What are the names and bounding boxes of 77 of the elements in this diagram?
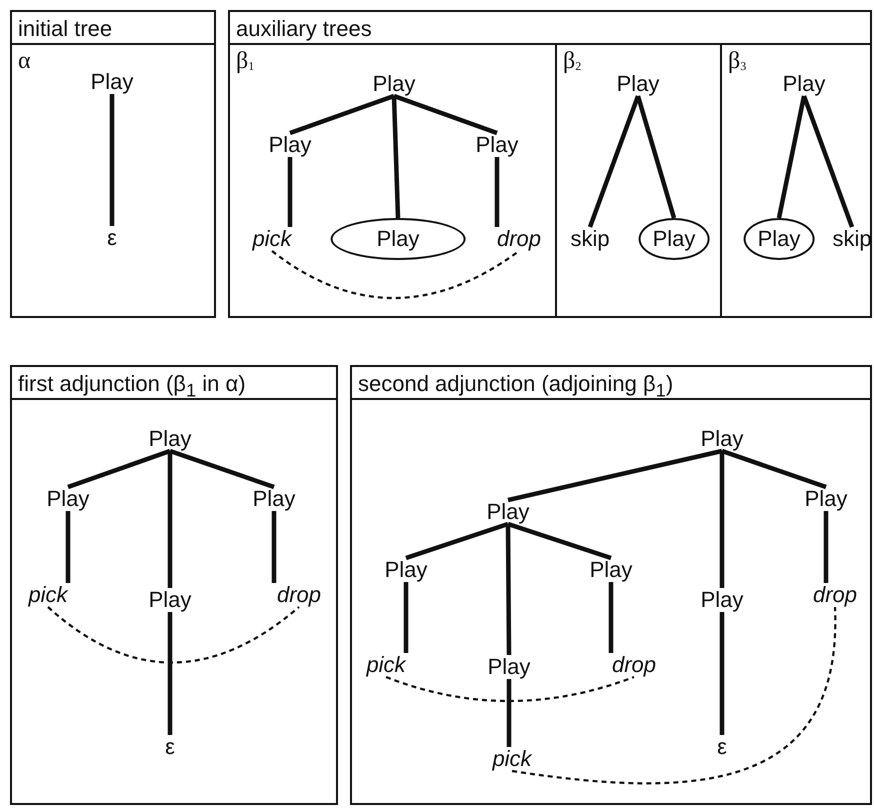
leaf-word: pick	[364, 653, 408, 677]
tree-branch	[288, 157, 292, 227]
tree-node-label: Play	[484, 500, 532, 524]
tree-branch	[289, 94, 395, 136]
tree-node-label: Play	[614, 72, 662, 96]
panel-title: initial tree	[12, 12, 214, 45]
tree-name: β$_{1}$	[236, 49, 254, 73]
tree-branch	[636, 95, 676, 219]
tree-branch	[506, 679, 512, 747]
dashed-link	[271, 250, 520, 300]
dashed-link	[47, 606, 300, 664]
tree-branch	[392, 96, 400, 218]
tree-branch	[506, 524, 512, 656]
panel	[10, 365, 338, 805]
tree-branch	[393, 94, 498, 136]
tree-branch	[721, 448, 827, 490]
tree-branch	[608, 582, 614, 653]
tree-branch	[66, 511, 70, 583]
tree-node-label: Play	[802, 487, 850, 511]
tree-branch	[588, 95, 640, 228]
leaf-word: drop	[494, 227, 544, 251]
tree-branch	[508, 448, 722, 502]
tree-node-label: Play	[486, 655, 532, 679]
panel	[10, 10, 216, 318]
tree-branch	[824, 511, 828, 583]
tree-branch	[776, 96, 806, 218]
leaf-word: drop	[810, 583, 860, 607]
tree-node-label: Play	[44, 487, 92, 511]
panel-title: auxiliary trees	[230, 12, 870, 45]
leaf-word: pick	[490, 747, 534, 771]
leaf-word: drop	[610, 653, 658, 677]
dashed-link	[512, 606, 836, 784]
tree-node-label: Play	[370, 72, 418, 96]
tree-node-label: skip	[830, 227, 874, 251]
dashed-link	[386, 676, 634, 702]
tree-branch	[802, 95, 854, 228]
leaf-word: pick	[26, 583, 70, 607]
tree-branch	[169, 448, 275, 490]
tree-node-label: ε	[163, 735, 177, 759]
tree-branch	[168, 451, 172, 588]
tree-node-label: ε	[715, 735, 729, 759]
leaf-word: drop	[274, 583, 324, 607]
tree-branch	[507, 522, 612, 560]
tree-node-label: Play	[250, 487, 298, 511]
panel-title: first adjunction (β$_{1}$ in α)	[12, 367, 336, 400]
tree-node-label: Play	[474, 133, 520, 157]
tree-branch	[67, 448, 171, 490]
tree-node-label: Play	[382, 558, 430, 582]
foot-node-ellipse: Play	[638, 218, 710, 260]
tree-branch	[494, 157, 500, 227]
tree-node-label: Play	[698, 588, 746, 612]
foot-node-ellipse: Play	[330, 218, 466, 260]
tree-branch	[272, 511, 276, 583]
tree-branch	[404, 582, 408, 653]
panel	[350, 365, 872, 805]
panel	[228, 10, 872, 318]
tree-branch	[405, 522, 509, 560]
tree-section	[720, 45, 872, 318]
tree-node-label: skip	[568, 227, 612, 251]
tree-branch	[720, 612, 724, 735]
tree-branch	[720, 451, 724, 588]
tree-node-label: Play	[146, 588, 194, 612]
leaf-word: pick	[250, 227, 294, 251]
tree-node-label: Play	[780, 72, 828, 96]
panel-title: second adjunction (adjoining β$_{1}$)	[352, 367, 870, 400]
tree-branch	[110, 94, 114, 226]
foot-node-ellipse: Play	[744, 218, 814, 260]
tree-name: β$_{2}$	[563, 49, 582, 73]
tree-node-label: ε	[105, 226, 119, 250]
tree-name: α	[18, 49, 31, 73]
tree-node-label: Play	[266, 133, 314, 157]
tree-node-label: Play	[588, 558, 634, 582]
tree-name: β$_{3}$	[728, 49, 746, 73]
tree-node-label: Play	[146, 427, 194, 451]
tree-node-label: Play	[88, 70, 136, 94]
tree-branch	[168, 612, 172, 735]
tree-node-label: Play	[698, 427, 746, 451]
